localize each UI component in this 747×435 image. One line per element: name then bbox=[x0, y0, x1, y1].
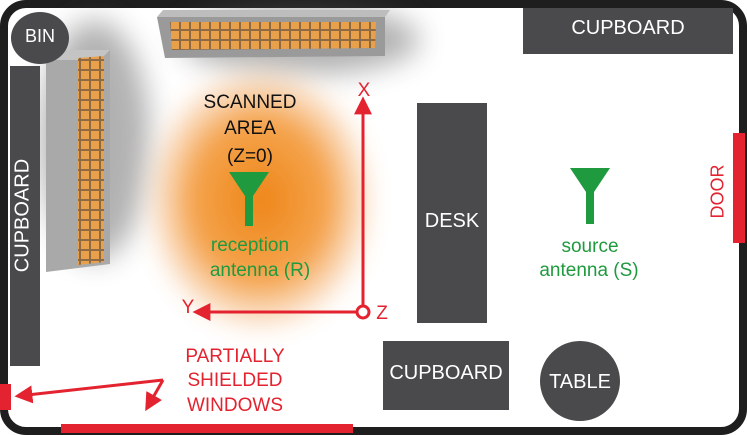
scanned-area-label-2: AREA bbox=[224, 118, 276, 139]
scanned-area-label-1: SCANNED bbox=[203, 92, 297, 113]
bin-label: BIN bbox=[24, 26, 55, 46]
table-label: TABLE bbox=[549, 371, 611, 393]
window-left bbox=[0, 384, 11, 410]
table-shape bbox=[540, 341, 620, 421]
axis-arrow-icon bbox=[192, 96, 372, 321]
axis-y-label: Y bbox=[181, 297, 195, 318]
cupboard-top-right-label: CUPBOARD bbox=[571, 17, 685, 39]
scanned-area-label-3: (Z=0) bbox=[227, 146, 273, 167]
cupboard-bottom-shape bbox=[383, 341, 509, 410]
windows-label-3: WINDOWS bbox=[186, 395, 284, 416]
axis-x-label: X bbox=[357, 80, 371, 101]
heater-icon bbox=[157, 10, 390, 58]
cupboard-top-right-shape bbox=[523, 8, 733, 54]
heater-icon bbox=[46, 50, 110, 272]
door-shape bbox=[733, 133, 745, 243]
windows-label-1: PARTIALLY bbox=[185, 346, 285, 367]
axis-z-label: Z bbox=[376, 303, 388, 324]
bin-shape bbox=[11, 12, 69, 64]
cupboard-left-shape bbox=[10, 66, 40, 366]
desk-label: DESK bbox=[424, 210, 480, 232]
reception-antenna-label-2: antenna (R) bbox=[209, 260, 311, 281]
source-antenna-label-1: source bbox=[561, 236, 619, 257]
antenna-icon bbox=[570, 168, 610, 224]
scanned-area bbox=[135, 55, 385, 345]
window-arrow bbox=[145, 379, 165, 412]
window-arrow bbox=[14, 378, 164, 404]
reception-antenna-label-1: reception bbox=[210, 235, 290, 256]
source-antenna-label-2: antenna (S) bbox=[539, 260, 639, 281]
desk-shape bbox=[417, 103, 487, 323]
cupboard-left-label: CUPBOARD bbox=[11, 158, 34, 273]
window-bottom bbox=[61, 424, 353, 433]
windows-label-2: SHIELDED bbox=[187, 370, 283, 391]
antenna-icon bbox=[229, 172, 269, 226]
cupboard-bottom-label: CUPBOARD bbox=[389, 362, 503, 384]
door-label: DOOR bbox=[707, 164, 728, 219]
